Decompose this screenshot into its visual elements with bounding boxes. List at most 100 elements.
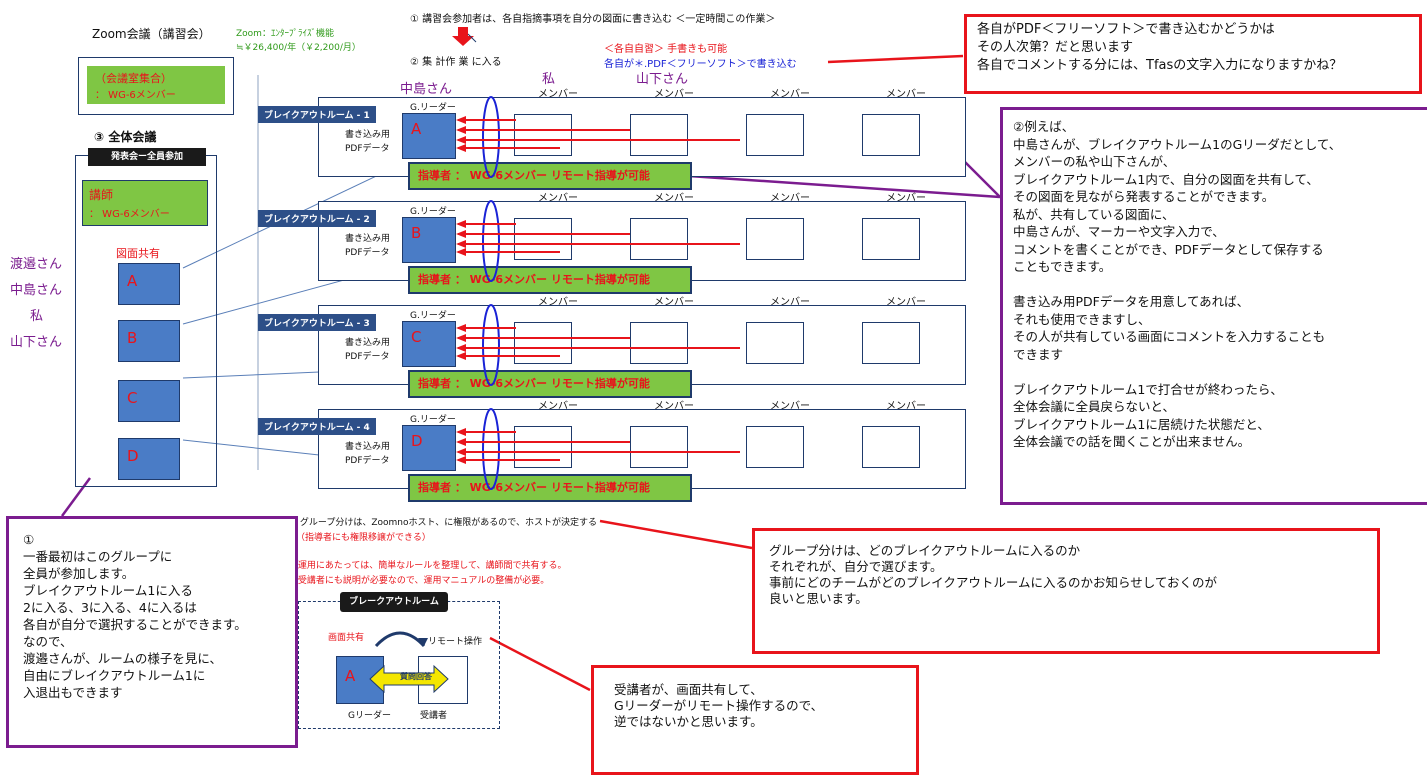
- member-label: メンバー: [770, 89, 810, 100]
- write-pdf-label-2: PDFデータ: [345, 248, 390, 258]
- meeting-room-line2: ： WG-6メンバー: [95, 90, 176, 101]
- label-yamashita: 山下さん: [636, 72, 689, 87]
- member-box[interactable]: [630, 426, 688, 468]
- zoom-plan-line1: Zoom：ｴﾝﾀｰﾌﾟﾗｲｽﾞ機能: [236, 29, 334, 39]
- step2-text: ② 集 計作 業 に入る: [410, 57, 502, 68]
- double-arrow-icon: [369, 664, 449, 694]
- member-box[interactable]: [746, 322, 804, 364]
- instructor-bar: 指導者 ： WG-6メンバー リモート指導が可能: [408, 162, 692, 190]
- mini-slot-letter: A: [345, 667, 356, 685]
- member-label: メンバー: [538, 193, 578, 204]
- mini-qa: 質問回答: [400, 672, 432, 681]
- lecturer-line2: ： WG-6メンバー: [89, 209, 170, 220]
- leader-box[interactable]: B: [402, 217, 456, 263]
- person-watashi: 私: [30, 309, 44, 324]
- meeting-room-line1: （会議室集合）: [95, 72, 172, 85]
- leader-letter: B: [411, 224, 422, 242]
- group-ellipse: [482, 200, 500, 282]
- presenter-bar: 発表会ー全員参加: [88, 148, 206, 166]
- room-title: ブレイクアウトルーム - 1: [258, 106, 376, 123]
- curved-arrow-icon: [374, 631, 428, 648]
- plenary-slot-c: C: [118, 380, 180, 422]
- callout-right: ②例えば、 中島さんが、ブレイクアウトルーム1のGリーダだとして、 メンバーの私…: [1000, 107, 1427, 505]
- member-box[interactable]: [862, 322, 920, 364]
- callout-line-mid: [599, 519, 753, 550]
- arrowhead-icon: [456, 240, 466, 248]
- g-leader-label: G.リーダー: [410, 415, 456, 425]
- arrowhead-icon: [456, 230, 466, 238]
- arrowhead-icon: [456, 144, 466, 152]
- member-box[interactable]: [862, 426, 920, 468]
- mini-breakout-title: ブレークアウトルーム: [340, 592, 448, 612]
- arrowhead-icon: [456, 248, 466, 256]
- plenary-title: ③ 全体会議: [94, 130, 157, 144]
- write-pdf-label-1: 書き込み用: [345, 338, 391, 348]
- g-leader-label: G.リーダー: [410, 207, 456, 217]
- instructor-bar: 指導者 ： WG-6メンバー リモート指導が可能: [408, 474, 692, 502]
- member-box[interactable]: [746, 218, 804, 260]
- arrowhead-icon: [456, 428, 466, 436]
- arrowhead-icon: [456, 324, 466, 332]
- slot-letter: A: [127, 272, 138, 290]
- leader-letter: D: [411, 432, 423, 450]
- slot-letter: B: [127, 329, 138, 347]
- leader-box[interactable]: C: [402, 321, 456, 367]
- mini-trainee: 受講者: [420, 711, 448, 721]
- callout-line-top: [827, 54, 964, 64]
- lecturer-line1: 講師: [89, 188, 114, 202]
- self-study-text: ＜各自自習＞ 手書きも可能: [604, 44, 728, 55]
- instructor-bar: 指導者 ： WG-6メンバー リモート指導が可能: [408, 266, 692, 294]
- arrowhead-icon: [456, 126, 466, 134]
- plenary-slot-a: A: [118, 263, 180, 305]
- member-label: メンバー: [538, 297, 578, 308]
- group-split-note-2: （指導者にも権限移譲ができる）: [296, 533, 431, 543]
- zoom-title: Zoom会議（講習会）: [92, 27, 211, 41]
- person-watanabe: 渡邉さん: [10, 257, 63, 272]
- room-arrows: [456, 304, 740, 386]
- member-box[interactable]: [862, 218, 920, 260]
- mini-remote: リモート操作: [428, 637, 483, 647]
- rule-note-2: ＊ 受講者にも説明が必要なので、運用マニュアルの整備が必要。: [286, 576, 550, 586]
- slot-letter: D: [127, 447, 139, 465]
- member-box[interactable]: [630, 218, 688, 260]
- member-label: メンバー: [770, 193, 810, 204]
- leader-box[interactable]: A: [402, 113, 456, 159]
- leader-box[interactable]: D: [402, 425, 456, 471]
- leader-letter: A: [411, 120, 422, 138]
- member-label: メンバー: [886, 193, 926, 204]
- member-box[interactable]: [746, 114, 804, 156]
- write-pdf-label-1: 書き込み用: [345, 130, 391, 140]
- callout-line-left: [60, 477, 92, 517]
- arrowhead-icon: [456, 438, 466, 446]
- instructor-bar: 指導者 ： WG-6メンバー リモート指導が可能: [408, 370, 692, 398]
- room-title: ブレイクアウトルーム - 4: [258, 418, 376, 435]
- arrowhead-icon: [456, 456, 466, 464]
- slot-letter: C: [127, 389, 138, 407]
- room-arrows: [456, 200, 740, 282]
- leader-letter: C: [411, 328, 422, 346]
- member-label: メンバー: [654, 297, 694, 308]
- member-box[interactable]: [746, 426, 804, 468]
- callout-line-bottom: [489, 636, 591, 692]
- member-box[interactable]: [630, 114, 688, 156]
- write-pdf-label-2: PDFデータ: [345, 352, 390, 362]
- member-label: メンバー: [538, 401, 578, 412]
- member-box[interactable]: [630, 322, 688, 364]
- lecturer-box: 講師 ： WG-6メンバー: [82, 180, 208, 226]
- member-box[interactable]: [862, 114, 920, 156]
- group-ellipse: [482, 408, 500, 490]
- pdf-write-text: 各自が＊.PDF＜フリーソフト＞で書き込む: [604, 59, 797, 70]
- g-leader-label: G.リーダー: [410, 103, 456, 113]
- zoom-plan-line2: ≒￥26,400/年（￥2,200/月）: [236, 43, 361, 53]
- write-pdf-label-1: 書き込み用: [345, 442, 391, 452]
- room-arrows: [456, 96, 740, 178]
- down-arrow-icon: [458, 27, 468, 36]
- member-label: メンバー: [886, 89, 926, 100]
- write-pdf-label-1: 書き込み用: [345, 234, 391, 244]
- meeting-room-box: （会議室集合） ： WG-6メンバー: [87, 66, 225, 104]
- arrowhead-icon: [456, 344, 466, 352]
- g-leader-label: G.リーダー: [410, 311, 456, 321]
- member-label: メンバー: [654, 401, 694, 412]
- mini-screen-share: 画面共有: [328, 633, 365, 643]
- arrowhead-icon: [456, 220, 466, 228]
